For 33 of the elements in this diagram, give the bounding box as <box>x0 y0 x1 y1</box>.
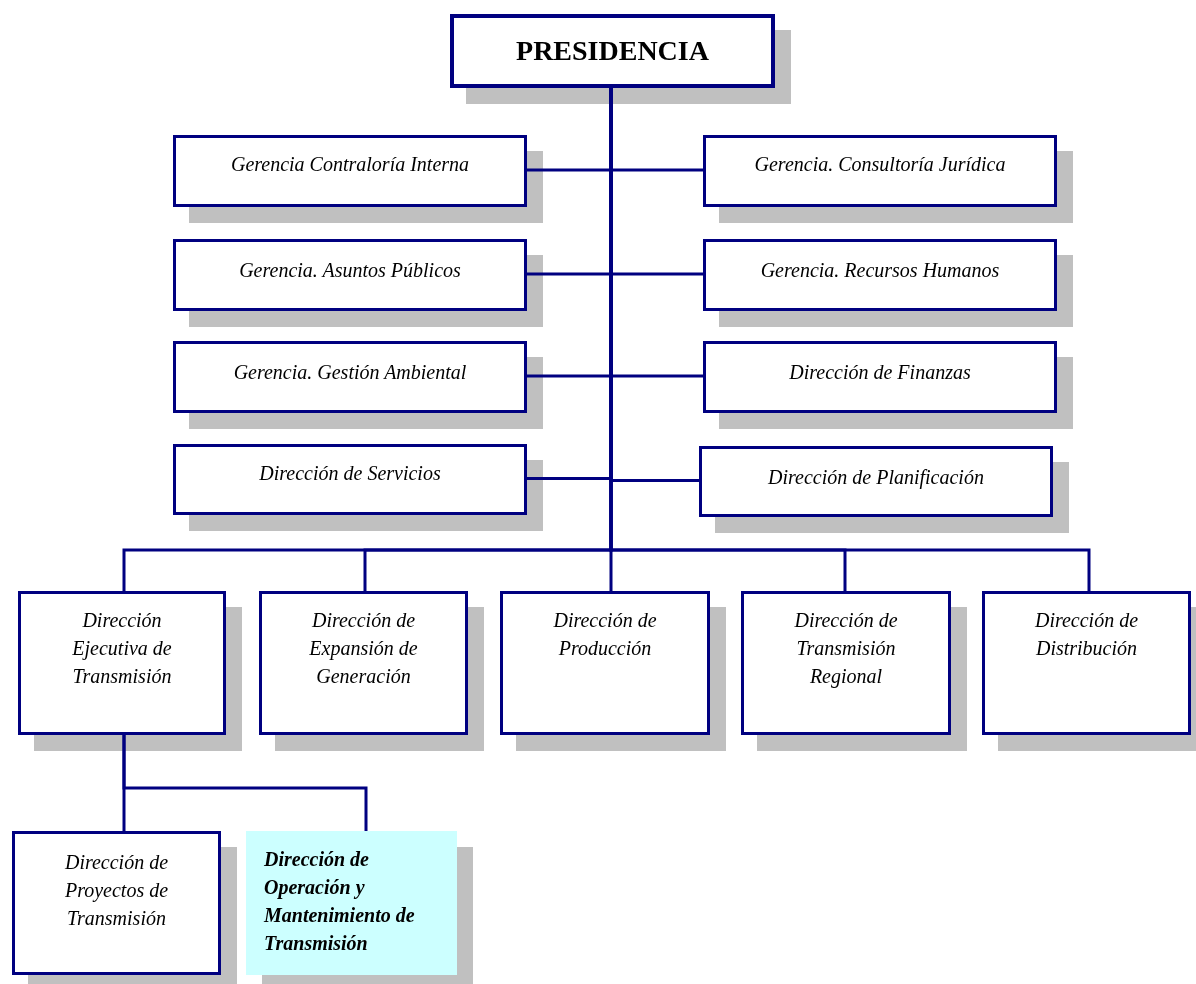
box-label: Dirección de Finanzas <box>789 360 971 385</box>
box-label: Dirección de Operación y Mantenimiento de Transmisión <box>264 847 416 956</box>
box-label: Dirección de Producción <box>552 608 658 661</box>
box-label: Dirección de Distribución <box>1033 608 1140 661</box>
box-label: Gerencia. Consultoría Jurídica <box>754 152 1006 177</box>
department-box <box>703 135 1057 207</box>
box-label: PRESIDENCIA <box>516 34 709 68</box>
box-label: Gerencia Contraloría Interna <box>230 152 470 177</box>
department-box <box>173 135 527 207</box>
president-box <box>450 14 775 88</box>
box-label: Dirección de Planificación <box>768 465 984 491</box>
connector-line <box>122 735 368 831</box>
department-box <box>741 591 951 735</box>
box-label: Dirección Ejecutiva de Transmisión <box>71 608 173 689</box>
department-box <box>173 239 527 311</box>
box-label: Dirección de Servicios <box>259 461 441 486</box>
department-box <box>246 831 457 975</box>
box-label: Gerencia. Asuntos Públicos <box>239 258 461 283</box>
department-box <box>699 446 1053 517</box>
department-box <box>982 591 1191 735</box>
department-box <box>173 444 527 515</box>
box-label: Dirección de Transmisión Regional <box>793 608 899 690</box>
box-label: Gerencia. Gestión Ambiental <box>233 360 467 385</box>
department-box <box>173 341 527 413</box>
department-box <box>18 591 226 735</box>
department-box <box>703 239 1057 311</box>
box-label: Gerencia. Recursos Humanos <box>760 258 1000 283</box>
box-label: Dirección de Expansión de Generación <box>308 608 419 689</box>
department-box <box>259 591 468 735</box>
department-box <box>500 591 710 735</box>
department-box <box>12 831 221 975</box>
box-label: Dirección de Proyectos de Transmisión <box>63 850 170 931</box>
department-box <box>703 341 1057 413</box>
